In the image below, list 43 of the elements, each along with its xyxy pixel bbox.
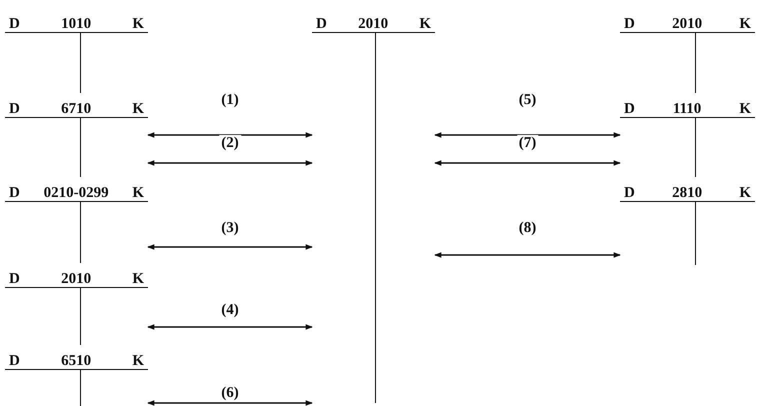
account-number: 2810 xyxy=(672,185,702,201)
account-number: 6710 xyxy=(61,101,92,117)
credit-label: K xyxy=(132,185,144,201)
double-arrow xyxy=(147,132,313,138)
account-number: 2010 xyxy=(61,271,92,287)
account-number: 2010 xyxy=(358,16,388,32)
credit-label: K xyxy=(132,101,144,117)
debit-label: D xyxy=(624,185,635,201)
debit-label: D xyxy=(9,271,20,287)
debit-label: D xyxy=(316,16,327,32)
account-number: 0210-0299 xyxy=(44,185,109,201)
double-arrow xyxy=(147,244,313,250)
double-arrow xyxy=(434,132,621,138)
edge-label: (4) xyxy=(219,302,241,318)
credit-label: K xyxy=(739,16,751,32)
credit-label: K xyxy=(739,101,751,117)
edge-label: (7) xyxy=(516,135,538,151)
edge-label: (2) xyxy=(219,135,241,151)
double-arrow xyxy=(147,160,313,166)
double-arrow xyxy=(147,400,313,406)
double-arrow xyxy=(147,324,313,330)
edge-label: (3) xyxy=(219,220,241,236)
double-arrow xyxy=(434,252,621,258)
debit-label: D xyxy=(9,101,20,117)
account-number: 1010 xyxy=(61,16,92,32)
debit-label: D xyxy=(624,16,635,32)
credit-label: K xyxy=(132,16,144,32)
edge-label: (6) xyxy=(219,385,241,401)
debit-label: D xyxy=(9,353,20,369)
account-number: 1110 xyxy=(672,101,702,117)
edge-label: (5) xyxy=(516,92,538,108)
edge-label: (8) xyxy=(516,220,538,236)
account-number: 6510 xyxy=(61,353,92,369)
debit-label: D xyxy=(624,101,635,117)
edge-label: (1) xyxy=(219,92,241,108)
double-arrow xyxy=(434,160,621,166)
credit-label: K xyxy=(132,271,144,287)
credit-label: K xyxy=(419,16,431,32)
credit-label: K xyxy=(739,185,751,201)
debit-label: D xyxy=(9,16,20,32)
credit-label: K xyxy=(132,353,144,369)
account-number: 2010 xyxy=(672,16,702,32)
debit-label: D xyxy=(9,185,20,201)
